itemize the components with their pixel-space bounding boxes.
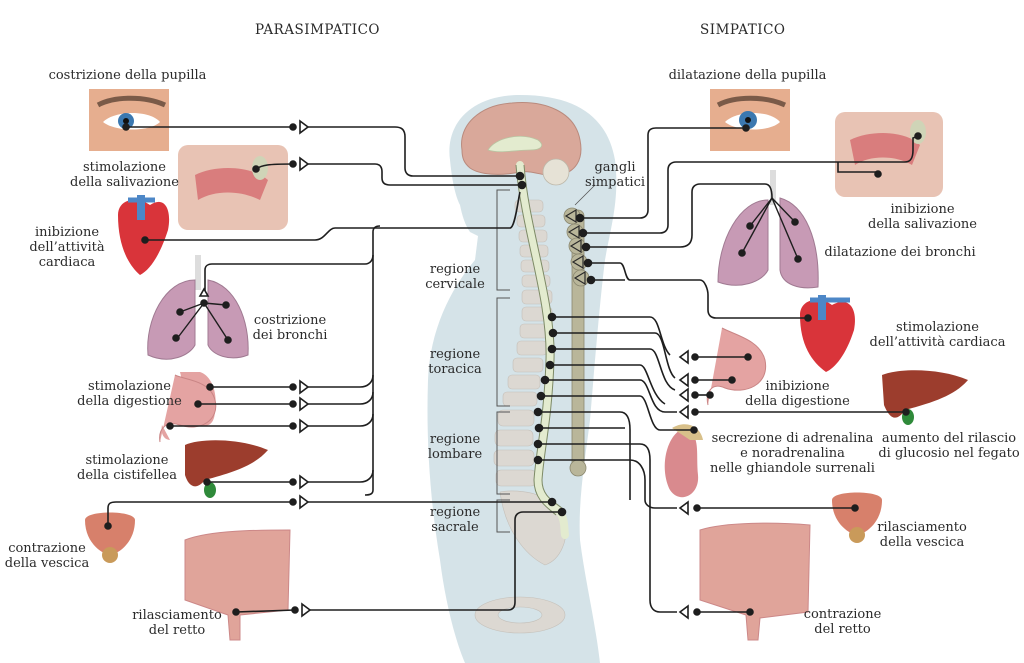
symp-heart-illustration bbox=[800, 295, 856, 372]
symp-pathway-bladder-rectum bbox=[533, 407, 859, 620]
para-liver-illustration bbox=[185, 440, 268, 498]
symp-intestine-illustration bbox=[699, 522, 811, 641]
symp-label-salivation: inibizione della salivazione bbox=[868, 202, 977, 232]
symp-label-bladder: rilasciamento della vescica bbox=[877, 520, 967, 550]
para-label-gallbladder: stimolazione della cistifellea bbox=[77, 453, 177, 483]
para-intestine-illustration bbox=[184, 529, 291, 641]
ganglia-pointer bbox=[574, 184, 596, 206]
region-label-lumbar: regione lombare bbox=[427, 432, 483, 462]
brain bbox=[461, 102, 582, 186]
para-label-digestion: stimolazione della digestione bbox=[77, 379, 182, 409]
symp-label-bronchi: dilatazione dei bronchi bbox=[824, 245, 976, 260]
symp-label-heart: stimolazione dell’attività cardiaca bbox=[869, 320, 1006, 350]
para-pathway-heart bbox=[141, 191, 521, 244]
symp-label-rectum: contrazione del retto bbox=[803, 607, 882, 637]
ganglia-label: gangli simpatici bbox=[584, 160, 646, 190]
region-label-cervical: regione cervicale bbox=[425, 262, 485, 292]
symp-pathway-heart bbox=[583, 258, 812, 322]
symp-eye-illustration bbox=[710, 89, 790, 151]
para-pathway-rectum bbox=[232, 507, 567, 618]
symp-label-digestion: inibizione della digestione bbox=[745, 379, 850, 409]
symp-label-adrenal: secrezione di adrenalina e noradrenalina… bbox=[710, 431, 875, 476]
para-vagus-trunk bbox=[166, 225, 381, 496]
symp-bladder-illustration bbox=[832, 492, 882, 543]
symp-lungs-illustration bbox=[717, 170, 819, 289]
symp-pathway-adrenal bbox=[536, 391, 698, 434]
symp-label-pupil: dilatazione della pupilla bbox=[668, 68, 827, 83]
symp-pathway-liver bbox=[540, 375, 910, 420]
symp-pathway-stomach bbox=[545, 312, 752, 405]
para-lungs-illustration bbox=[147, 255, 249, 360]
para-pathway-eye bbox=[122, 119, 525, 181]
region-label-thoracic: regione toracica bbox=[428, 347, 482, 377]
para-label-bladder: contrazione della vescica bbox=[4, 541, 90, 571]
symp-pathway-salivary bbox=[578, 132, 922, 238]
symp-label-liver: aumento del rilascio di glucosio nel feg… bbox=[878, 431, 1020, 461]
para-label-pupil: costrizione della pupilla bbox=[48, 68, 207, 83]
symp-pathway-lungs bbox=[581, 183, 802, 263]
para-eye-illustration bbox=[89, 89, 169, 151]
para-pathway-salivary bbox=[252, 156, 527, 190]
parasympathetic-header: PARASIMPATICO bbox=[255, 22, 381, 38]
para-pathway-bladder bbox=[104, 494, 557, 530]
region-label-sacral: regione sacrale bbox=[429, 505, 481, 535]
para-label-salivation: stimolazione della salivazione bbox=[70, 160, 179, 190]
para-bladder-illustration bbox=[85, 512, 135, 563]
para-label-heart: inibizione dell’attività cardiaca bbox=[29, 225, 105, 270]
symp-pathway-eye bbox=[575, 124, 750, 223]
region-brackets bbox=[496, 189, 510, 533]
symp-stomach-illustration bbox=[706, 327, 767, 406]
sympathetic-header: SIMPATICO bbox=[700, 22, 786, 38]
para-stomach-illustration bbox=[159, 372, 217, 443]
para-label-bronchi: costrizione dei bronchi bbox=[252, 313, 328, 343]
vertebral-column bbox=[474, 199, 567, 634]
para-label-rectum: rilasciamento del retto bbox=[132, 608, 222, 638]
